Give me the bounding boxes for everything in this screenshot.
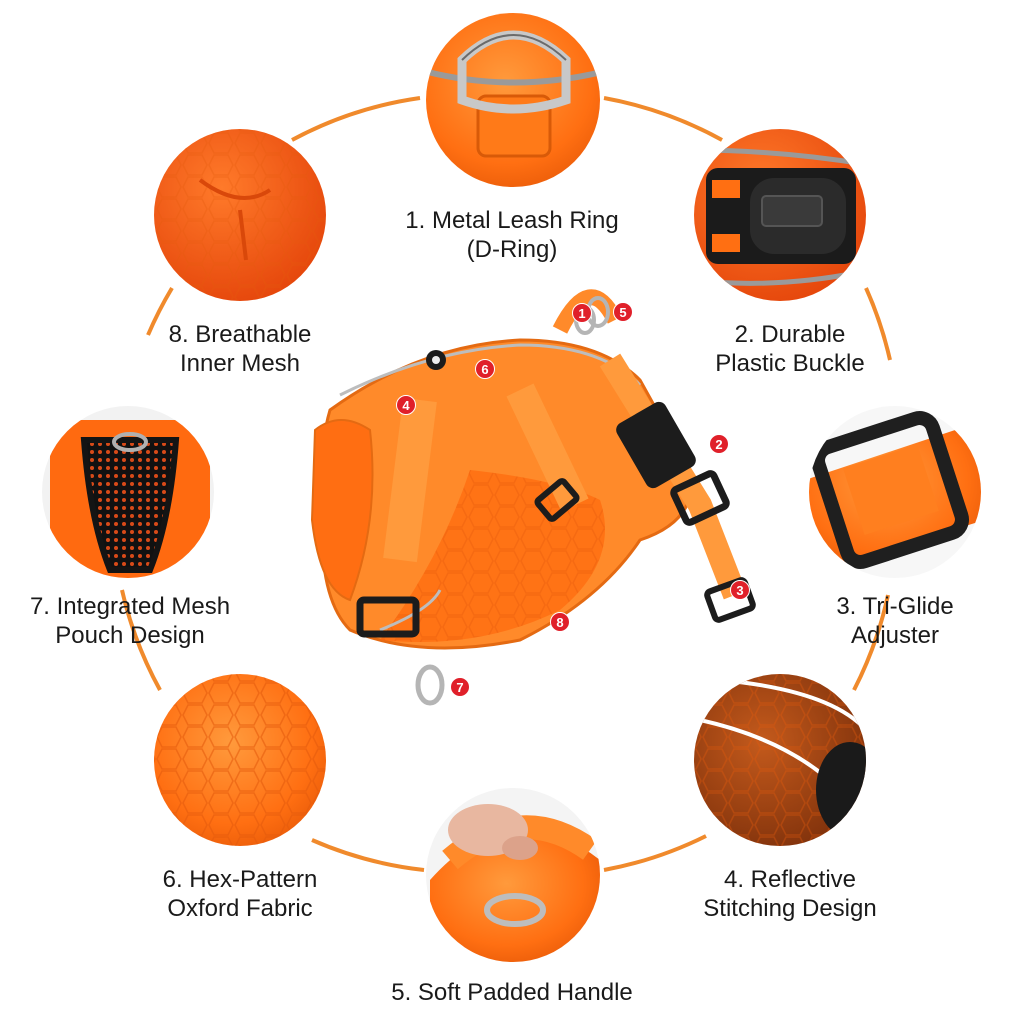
feature-4-line2: Stitching Design — [703, 895, 877, 922]
feature-7-line1: 7. Integrated Mesh — [29, 593, 231, 620]
marker-3: 3 — [730, 580, 750, 600]
marker-8: 8 — [550, 612, 570, 632]
feature-5-line1: 5. Soft Padded Handle — [391, 979, 633, 1006]
feature-7-line2: Pouch Design — [55, 622, 205, 649]
feature-2-line1: 2. Durable — [734, 321, 846, 348]
inner-mesh-closeup-icon — [154, 129, 326, 301]
feature-3-line2: Adjuster — [850, 622, 940, 649]
feature-6-line2: Oxford Fabric — [167, 895, 313, 922]
marker-6: 6 — [475, 359, 495, 379]
marker-7: 7 — [450, 677, 470, 697]
buckle-closeup-icon — [694, 129, 866, 301]
marker-4: 4 — [396, 395, 416, 415]
hex-fabric-closeup-icon — [154, 674, 326, 846]
feature-label-5: 5. Soft Padded Handle — [352, 978, 672, 1007]
feature-8-line1: 8. Breathable — [168, 321, 312, 348]
feature-label-1: 1. Metal Leash Ring (D-Ring) — [372, 206, 652, 264]
tri-glide-closeup-icon — [809, 406, 981, 578]
ring-arcs — [120, 96, 892, 872]
feature-2-line2: Plastic Buckle — [715, 350, 865, 377]
feature-1-line1: 1. Metal Leash Ring — [405, 207, 619, 234]
feature-3-line1: 3. Tri-Glide — [836, 593, 954, 620]
feature-label-7: 7. Integrated Mesh Pouch Design — [10, 592, 250, 650]
mesh-pouch-closeup-icon — [42, 406, 214, 578]
marker-1: 1 — [572, 303, 592, 323]
feature-label-4: 4. Reflective Stitching Design — [670, 865, 910, 923]
reflective-fabric-closeup-icon — [694, 674, 866, 846]
feature-label-6: 6. Hex-Pattern Oxford Fabric — [130, 865, 350, 923]
d-ring-closeup-icon — [426, 13, 600, 187]
feature-8-line2: Inner Mesh — [179, 350, 301, 377]
feature-1-line2: (D-Ring) — [466, 236, 558, 263]
marker-5: 5 — [613, 302, 633, 322]
dog-harness-product-icon — [310, 289, 756, 706]
feature-label-3: 3. Tri-Glide Adjuster — [805, 592, 985, 650]
padded-handle-closeup-icon — [426, 788, 600, 962]
feature-label-2: 2. Durable Plastic Buckle — [680, 320, 900, 378]
feature-4-line1: 4. Reflective — [723, 866, 857, 893]
marker-2: 2 — [709, 434, 729, 454]
feature-label-8: 8. Breathable Inner Mesh — [140, 320, 340, 378]
feature-6-line1: 6. Hex-Pattern — [162, 866, 318, 893]
